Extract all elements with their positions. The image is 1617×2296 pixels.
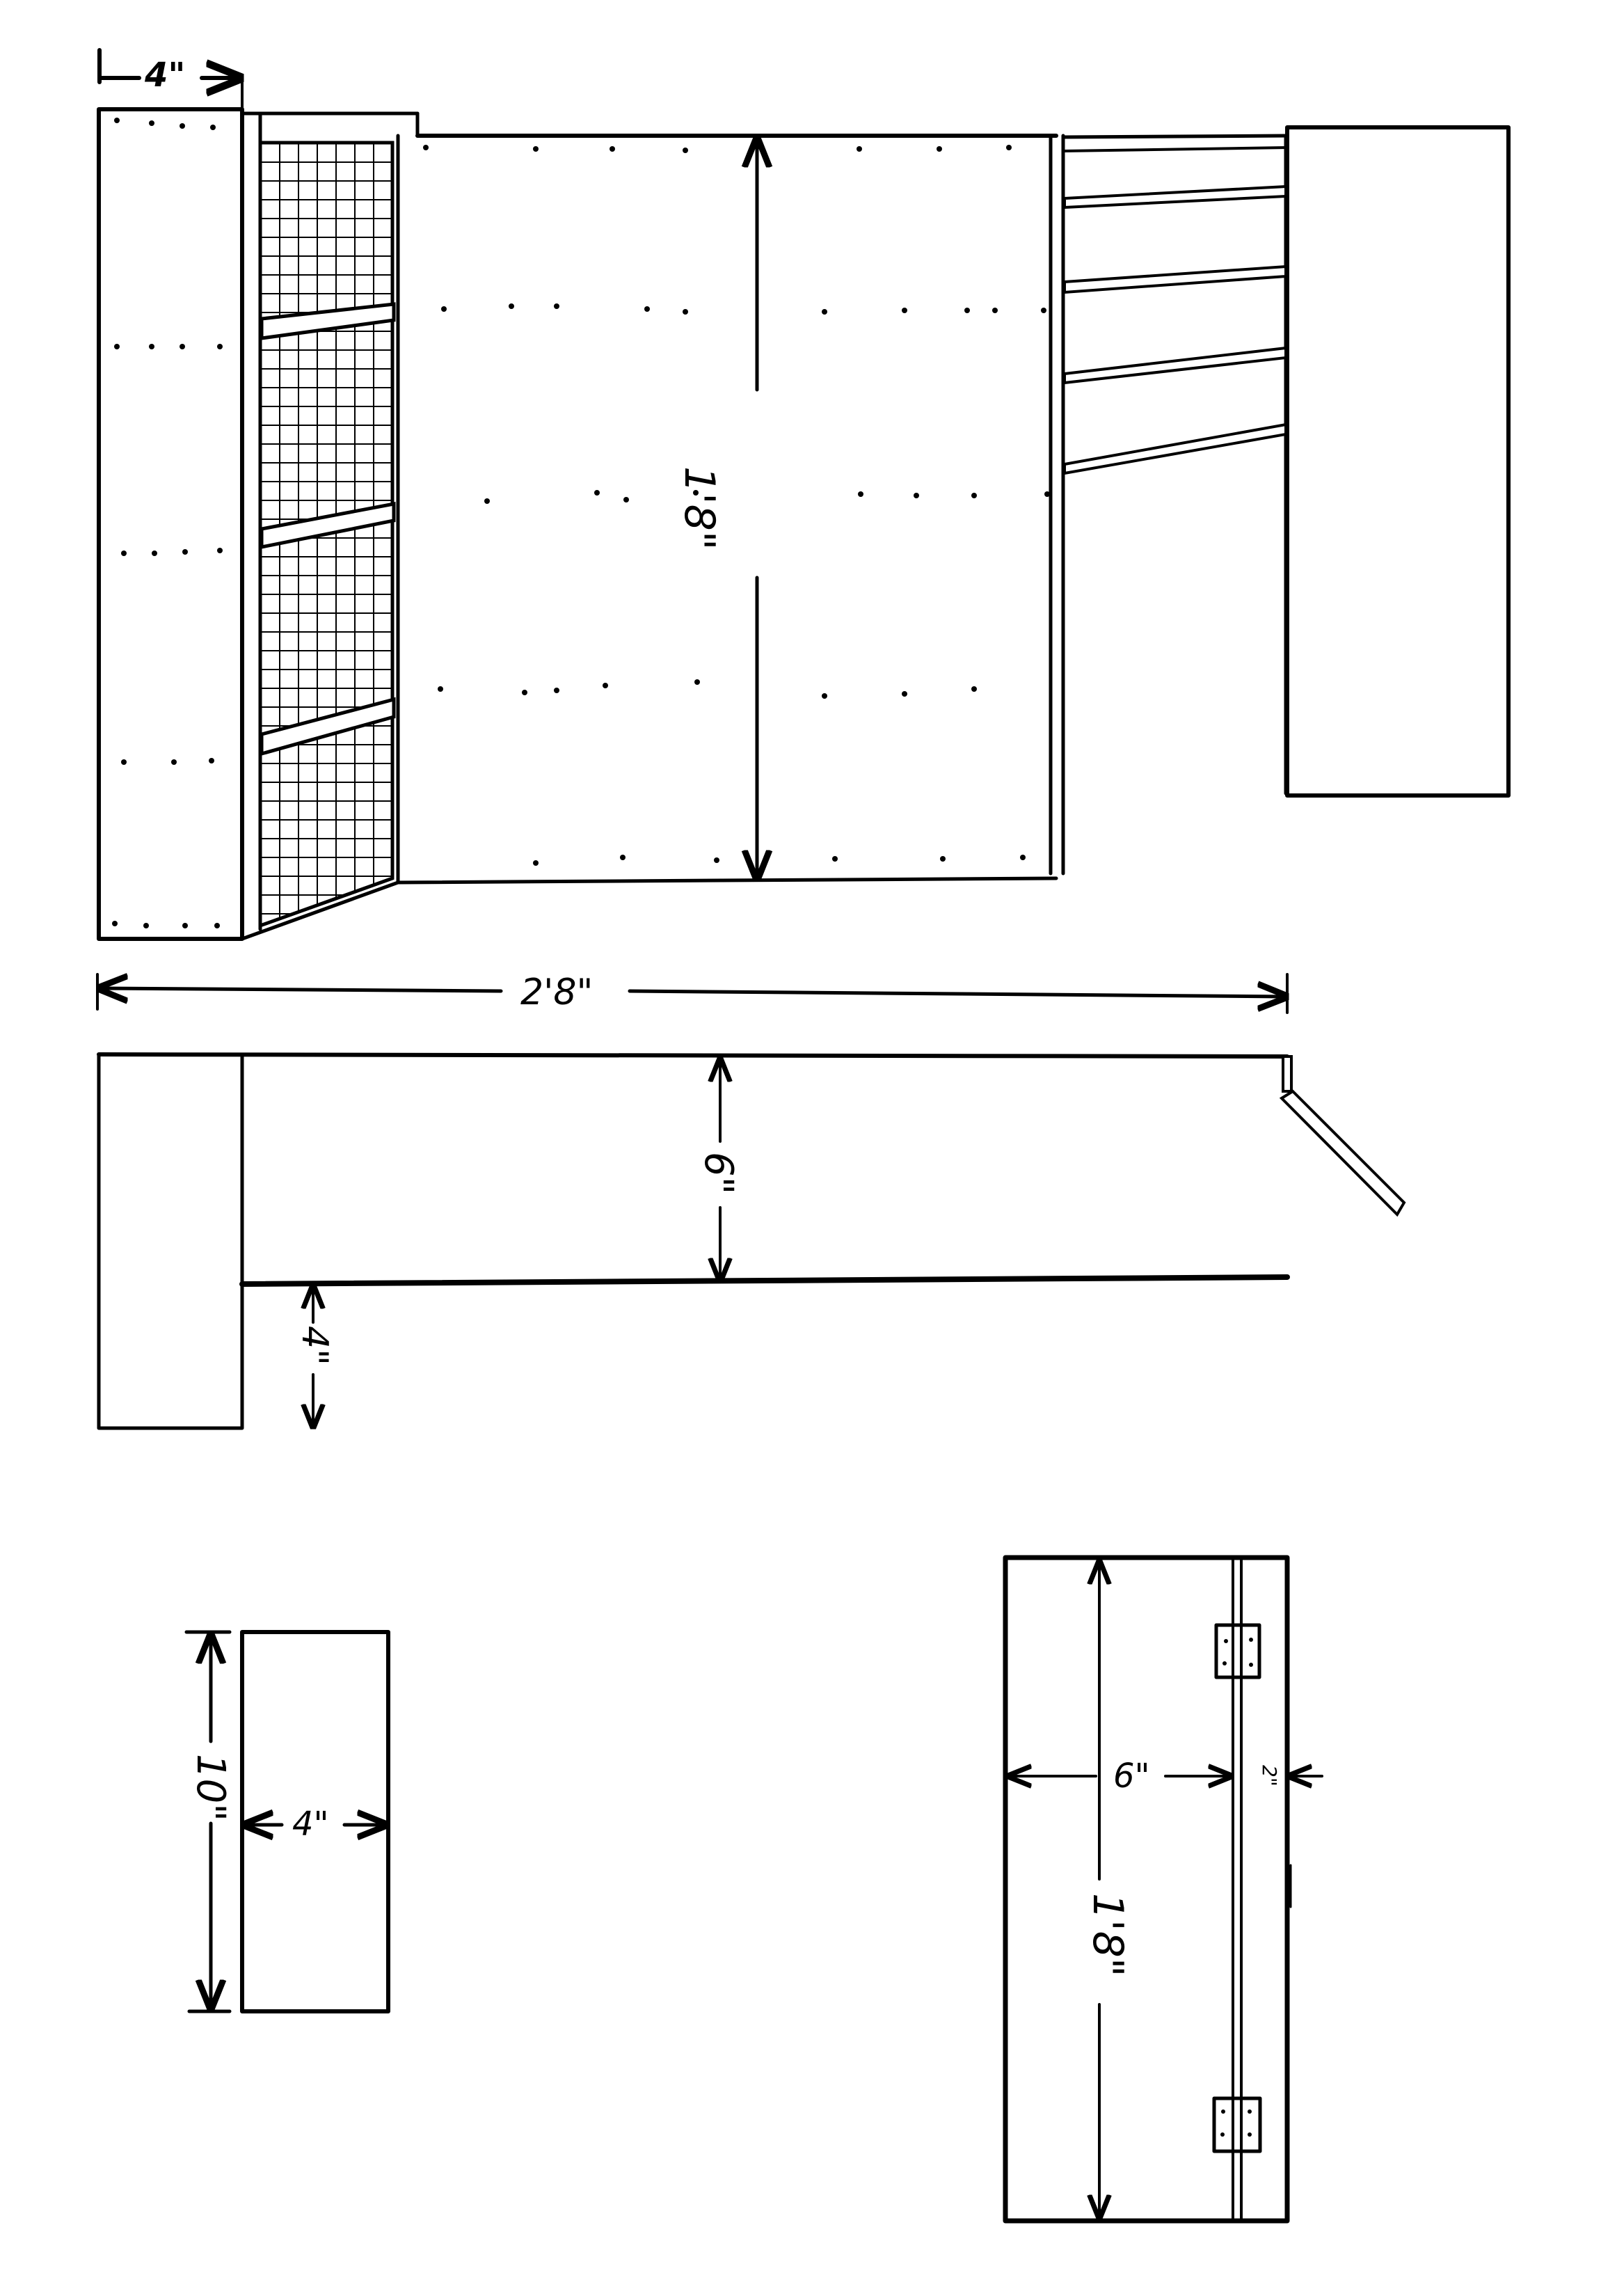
overall-length-dimension (96, 973, 1287, 1014)
hinge-top (1214, 1623, 1261, 1679)
label-door-height: 1'8" (1083, 1893, 1132, 1977)
slatted-section (1049, 134, 1289, 876)
label-door-width: 6" (1113, 1757, 1150, 1796)
side-section-view (97, 1052, 1406, 1430)
label-side-depth: 6" (696, 1152, 741, 1195)
left-end-panel (97, 107, 244, 941)
end-width-dimension (97, 48, 242, 111)
slat-2 (1063, 264, 1287, 294)
label-top-end-width: 4" (145, 56, 186, 95)
label-overall-length: 2'8" (520, 972, 594, 1013)
label-end-width: 4" (292, 1805, 329, 1844)
nail-dots-left (112, 118, 223, 928)
right-door-panel (1285, 125, 1511, 798)
slat-3 (1063, 346, 1287, 385)
label-end-height: 10" (188, 1754, 233, 1822)
hinged-flap (1279, 1055, 1406, 1217)
label-top-height: 1'8" (675, 466, 724, 551)
label-leg-clearance: 4" (294, 1326, 335, 1366)
wire-mesh-section (240, 111, 420, 941)
hinge-bottom (1212, 2096, 1262, 2153)
label-door-strip: 2" (1258, 1765, 1281, 1787)
slat-1 (1063, 184, 1287, 209)
mesh-brace-3 (260, 697, 396, 757)
end-piece-view (184, 1630, 390, 2013)
door-detail-view (1003, 1555, 1323, 2224)
leg-block (97, 1052, 244, 1430)
slat-4 (1063, 422, 1287, 475)
mesh-brace-1 (260, 302, 396, 340)
center-panel (396, 134, 1058, 885)
mesh-brace-2 (260, 501, 396, 550)
front-perspective-view (97, 48, 1511, 941)
nail-dots-center (423, 145, 1050, 866)
